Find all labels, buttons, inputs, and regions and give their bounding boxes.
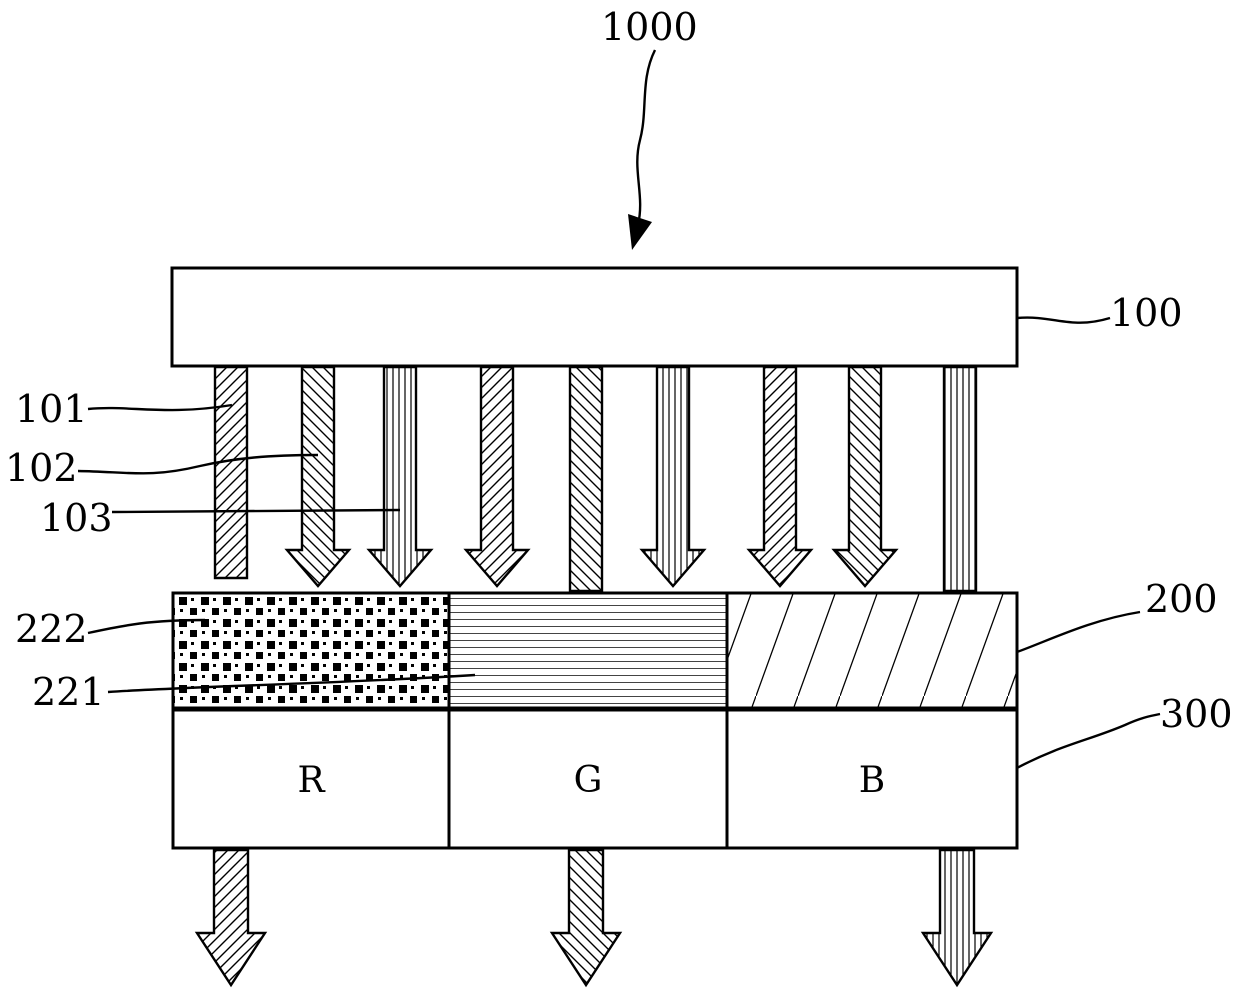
leader-100 bbox=[1017, 318, 1110, 323]
leader-102 bbox=[78, 455, 318, 473]
label-200: 200 bbox=[1145, 577, 1218, 621]
incident-rays bbox=[215, 367, 976, 591]
incident-ray-6 bbox=[642, 367, 704, 586]
subpixel-blue-label: B bbox=[859, 760, 885, 801]
label-221: 221 bbox=[32, 670, 105, 714]
leader-1000 bbox=[637, 50, 655, 225]
incident-ray-8 bbox=[834, 367, 896, 586]
output-rays bbox=[197, 850, 991, 985]
label-300: 300 bbox=[1160, 692, 1233, 736]
incident-ray-1 bbox=[215, 367, 247, 578]
label-101: 101 bbox=[15, 387, 88, 431]
filter-layer-300: R G B bbox=[173, 710, 1017, 848]
incident-ray-4 bbox=[466, 367, 528, 586]
label-102: 102 bbox=[5, 446, 78, 490]
incident-ray-7 bbox=[749, 367, 811, 586]
red-conversion-region bbox=[173, 593, 449, 708]
label-1000: 1000 bbox=[601, 5, 698, 49]
leader-200 bbox=[1017, 612, 1140, 652]
source-layer-100 bbox=[172, 268, 1017, 366]
leader-1000-arrowhead bbox=[628, 214, 652, 250]
green-conversion-region bbox=[449, 593, 727, 708]
subpixel-red-label: R bbox=[297, 760, 325, 801]
output-ray-r bbox=[197, 850, 265, 985]
incident-ray-9 bbox=[944, 367, 976, 591]
conversion-layer-200 bbox=[173, 593, 1017, 708]
label-103: 103 bbox=[40, 496, 113, 540]
subpixel-green-label: G bbox=[574, 760, 603, 801]
blue-conversion-region bbox=[727, 593, 1017, 708]
incident-ray-2 bbox=[287, 367, 349, 586]
leader-101 bbox=[88, 405, 232, 410]
leader-300 bbox=[1017, 714, 1160, 768]
incident-ray-3 bbox=[369, 367, 431, 586]
incident-ray-5 bbox=[570, 367, 602, 591]
leader-103 bbox=[112, 510, 400, 512]
output-ray-g bbox=[552, 850, 620, 985]
label-100: 100 bbox=[1110, 291, 1183, 335]
label-222: 222 bbox=[15, 607, 88, 651]
output-ray-b bbox=[923, 850, 991, 985]
